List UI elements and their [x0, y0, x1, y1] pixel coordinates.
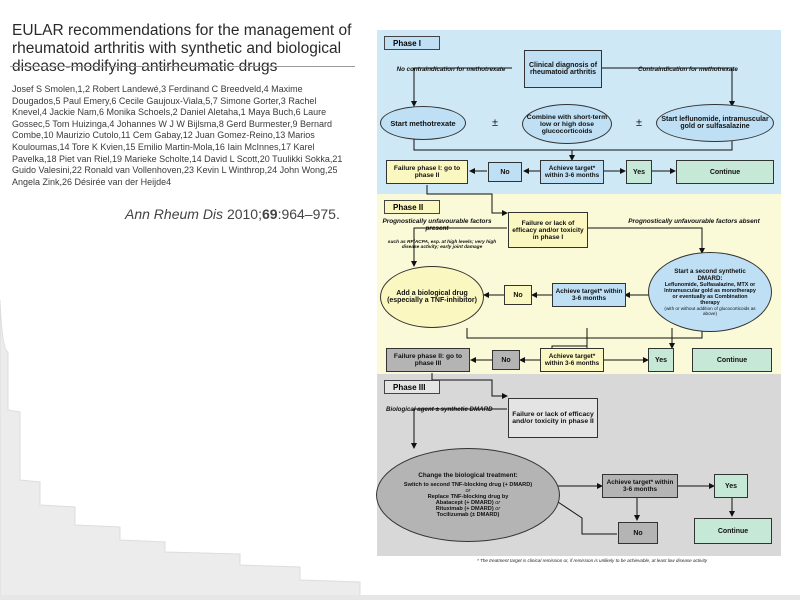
- unfavourable-present-label: Prognostically unfavourable factors pres…: [382, 218, 492, 232]
- citation-journal: Ann Rheum Dis: [125, 206, 224, 222]
- start-leflunomide-node: Start leflunomide, intramuscular gold or…: [656, 104, 774, 142]
- failure-phase2-lack-box: Failure or lack of efficacy and/or toxic…: [508, 398, 598, 438]
- abatacept-line: Abatacept (+ DMARD) or: [436, 500, 501, 506]
- rituximab-text: Rituximab (+ DMARD): [435, 506, 494, 512]
- failure-phase2-box: Failure phase II: go to phase III: [386, 348, 470, 372]
- title-divider: [10, 66, 355, 67]
- treatment-algorithm-figure: Phase I Clinical diagnosis of rheumatoid…: [372, 28, 787, 570]
- phase3-header: Phase III: [384, 380, 440, 394]
- citation-pages: :964–975.: [277, 206, 340, 222]
- citation-year: 2010;: [226, 206, 262, 222]
- plusminus-symbol-1: ±: [491, 117, 499, 129]
- biological-agent-label: Biological agent ± synthetic DMARD: [386, 406, 493, 413]
- citation-volume: 69: [261, 206, 278, 222]
- paper-title: EULAR recommendations for the management…: [12, 22, 352, 75]
- start-methotrexate-node: Start methotrexate: [380, 106, 466, 140]
- phase1-continue-box: Continue: [676, 160, 774, 184]
- or-text-c: or: [495, 506, 501, 512]
- phase3-continue-box: Continue: [694, 518, 772, 544]
- phase1-no-box: No: [488, 162, 522, 182]
- phase2-no-box-b: No: [492, 350, 520, 370]
- second-dmard-body: Leflunomide, Sulfasalazine, MTX or Intra…: [664, 282, 756, 306]
- failure-phase1-lack-box: Failure or lack of efficacy and/or toxic…: [508, 212, 588, 248]
- phase2-achieve-target-box-b: Achieve target* within 3-6 months: [540, 348, 604, 372]
- second-dmard-title: Start a second synthetic DMARD:: [674, 268, 746, 282]
- failure-phase1-box: Failure phase I: go to phase II: [386, 160, 468, 184]
- rituximab-line: Rituximab (+ DMARD) or: [436, 506, 501, 512]
- abatacept-text: Abatacept (+ DMARD): [435, 500, 494, 506]
- second-dmard-note: (with or without addition of glucocortic…: [664, 306, 756, 316]
- phase1-yes-box: Yes: [626, 160, 652, 184]
- phase1-header: Phase I: [384, 36, 440, 50]
- second-dmard-node: Start a second synthetic DMARD: Leflunom…: [648, 252, 772, 332]
- phase2-header: Phase II: [384, 200, 440, 214]
- replace-tnf-text: Replace TNF-blocking drug by: [427, 494, 509, 500]
- figure-footnote: * The treatment target is clinical remis…: [477, 558, 708, 563]
- phase2-no-box-a: No: [504, 285, 532, 305]
- contraindication-label: Contraindication for methotrexate: [638, 66, 738, 73]
- phase1-achieve-target-box: Achieve target* within 3-6 months: [540, 160, 604, 184]
- switch-tnf-text: Switch to second TNF-blocking drug (+ DM…: [403, 482, 533, 488]
- unfavourable-examples-label: such as RF/ACPA, esp. at high levels; ve…: [387, 240, 497, 250]
- tocilizumab-text: Tocilizumab (± DMARD): [436, 512, 500, 518]
- phase2-continue-box: Continue: [692, 348, 772, 372]
- no-contraindication-label: No contraindication for methotrexate: [396, 66, 506, 73]
- author-list: Josef S Smolen,1,2 Robert Landewé,3 Ferd…: [12, 84, 343, 187]
- phase3-achieve-target-box: Achieve target* within 3-6 months: [602, 474, 678, 498]
- phase3-no-box: No: [618, 522, 658, 544]
- plusminus-symbol-2: ±: [635, 117, 643, 129]
- phase3-yes-box: Yes: [714, 474, 748, 498]
- glucocorticoids-node: Combine with short-term low or high dose…: [522, 104, 612, 144]
- citation: Ann Rheum Dis 2010;69:964–975.: [125, 206, 340, 222]
- phase2-achieve-target-box-a: Achieve target* within 3-6 months: [552, 283, 626, 307]
- or-text-a: or: [465, 488, 471, 494]
- diagnosis-box: Clinical diagnosis of rheumatoid arthrit…: [524, 50, 602, 88]
- change-biological-node: Change the biological treatment: Switch …: [376, 448, 560, 542]
- or-text-b: or: [495, 500, 501, 506]
- add-biological-node: Add a biological drug (especially a TNF-…: [380, 266, 484, 328]
- phase2-yes-box: Yes: [648, 348, 674, 372]
- unfavourable-absent-label: Prognostically unfavourable factors abse…: [628, 218, 760, 225]
- change-biological-title: Change the biological treatment:: [418, 472, 518, 479]
